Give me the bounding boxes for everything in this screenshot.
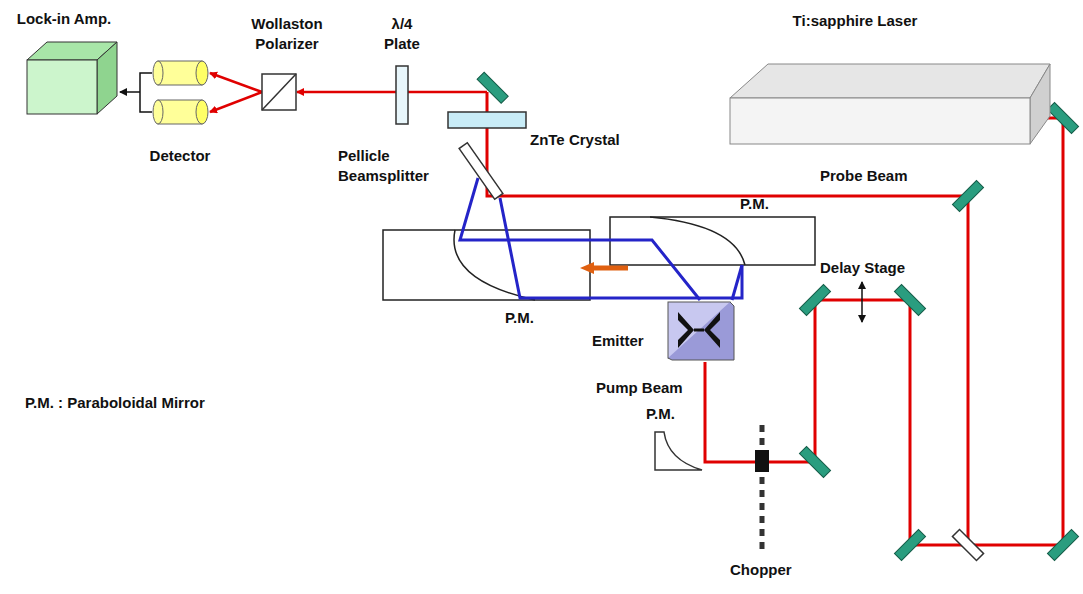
lock-in-amplifier-shape	[25, 38, 120, 116]
mirrors-part	[1047, 102, 1078, 133]
pellicle-beamsplitter	[459, 143, 503, 200]
thz-emitter-shape-part	[668, 302, 734, 360]
quarter-wave-plate	[396, 66, 408, 124]
component-label: Wollaston Polarizer	[232, 14, 342, 54]
thz-emitter-shape-part	[678, 312, 720, 348]
laser-beams-part	[705, 300, 968, 545]
laser-beams	[487, 92, 1063, 545]
mirrors-part	[1047, 529, 1078, 560]
wollaston-polarizer	[262, 74, 296, 110]
pump-parabolic-mirror	[655, 432, 702, 470]
component-label: λ/4 Plate	[372, 14, 432, 54]
detector-shape-part	[196, 61, 208, 85]
node-label: Emitter	[592, 332, 662, 350]
component-label: Delay Stage	[820, 258, 940, 278]
chopper-hub	[755, 450, 769, 472]
component-label: P.M.	[505, 308, 555, 328]
mirrors-part	[952, 180, 983, 211]
thz-mirror-housings	[383, 217, 815, 300]
detector-wires	[140, 73, 152, 112]
beam-splitter	[952, 529, 983, 560]
detector-wires-part	[140, 73, 152, 112]
thz-emitter: Emitter	[590, 298, 740, 364]
note-label: P.M. : Paraboloidal Mirror	[25, 393, 285, 413]
thz-mirror-housings-part	[650, 217, 745, 265]
component-label: Pellicle Beamsplitter	[338, 146, 442, 186]
detector-shape-part	[158, 61, 202, 85]
thz-emitter-shape-part	[694, 329, 704, 332]
mirrors-part	[894, 529, 925, 560]
node-label: Detector	[140, 147, 220, 165]
laser-beams-part	[487, 92, 968, 545]
detection-beams-part	[210, 73, 262, 92]
detection-beams-part	[297, 91, 487, 94]
thz-emitter-shape	[666, 300, 736, 362]
delay-stage-arrow	[861, 282, 863, 322]
thz-beam-part	[500, 198, 742, 298]
mirrors-part	[799, 284, 830, 315]
znte-crystal	[448, 112, 526, 128]
detector-shape-part	[153, 100, 163, 124]
signal-connector	[120, 91, 140, 93]
component-label: P.M.	[646, 404, 696, 424]
polarizer-interface	[262, 74, 296, 110]
component-label: Chopper	[730, 560, 820, 580]
mirrors-part	[477, 72, 508, 103]
detector-shape	[152, 58, 214, 130]
mirrors-part	[894, 284, 925, 315]
detector-shape-part	[196, 100, 208, 124]
node-label: Ti:sapphire Laser	[755, 12, 955, 30]
component-label: ZnTe Crystal	[530, 130, 650, 150]
ti-sapphire-laser: Ti:sapphire Laser	[725, 8, 1055, 148]
mirrors	[477, 72, 1078, 560]
lock-in-amplifier-shape-part	[97, 42, 117, 114]
detector-shape-part	[153, 61, 163, 85]
ti-sapphire-laser-shape	[728, 46, 1053, 146]
beam-label: Probe Beam	[820, 166, 940, 186]
laser-beams-part	[968, 118, 1063, 545]
detection-beams-part	[210, 92, 262, 112]
ti-sapphire-laser-shape-part	[1030, 64, 1050, 144]
lock-in-amplifier-shape-part	[27, 60, 97, 114]
node-label: Lock-in Amp.	[5, 10, 123, 28]
detector-shape-part	[158, 100, 202, 124]
ti-sapphire-laser-shape-part	[730, 64, 1050, 98]
beam-label: Pump Beam	[596, 378, 692, 398]
lock-in-amplifier: Lock-in Amp.	[5, 8, 123, 116]
chopper-blade	[760, 425, 765, 552]
mirrors-part	[799, 446, 830, 477]
detection-beams	[210, 73, 487, 112]
ti-sapphire-laser-shape-part	[730, 98, 1030, 144]
thz-direction-arrow	[592, 266, 628, 271]
thz-direction-arrowhead	[580, 262, 594, 274]
detector: Detector	[140, 55, 220, 170]
component-label: P.M.	[740, 194, 790, 214]
